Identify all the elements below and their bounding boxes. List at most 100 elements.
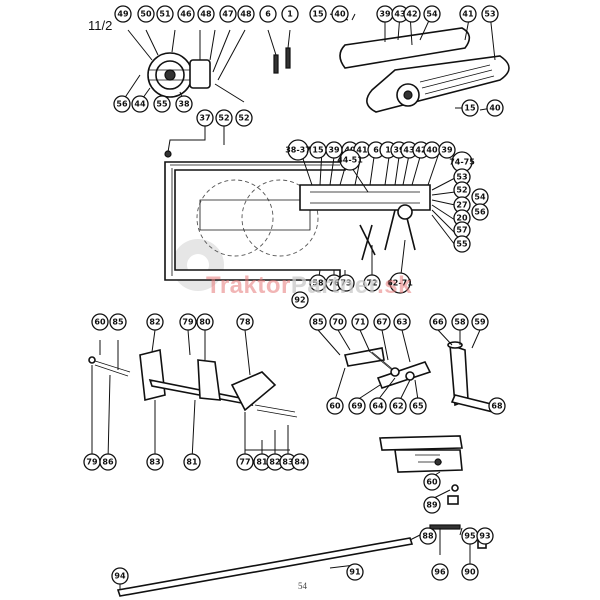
callout-number: 54 [426, 10, 438, 19]
callout-51: 51 [156, 5, 174, 23]
callout-circle [146, 453, 164, 471]
callout-circle [91, 313, 109, 331]
page-label: 11/2 [88, 18, 113, 33]
callout-57: 57 [453, 221, 471, 239]
callout-84: 84 [291, 453, 309, 471]
callout-circle [259, 5, 277, 23]
callout-79: 79 [83, 453, 101, 471]
callout-number: 27 [456, 201, 467, 210]
callout-40: 40 [486, 99, 504, 117]
callout-number: 81 [256, 458, 268, 467]
callout-number: 57 [456, 226, 467, 235]
callout-60: 60 [326, 397, 344, 415]
callout-49: 49 [114, 5, 132, 23]
callout-78: 78 [236, 313, 254, 331]
callout-circle [281, 5, 299, 23]
callout-number: 69 [351, 402, 363, 411]
callout-number: 41 [462, 10, 474, 19]
callout-circle [348, 397, 366, 415]
callout-1: 1 [281, 5, 299, 23]
callout-71: 71 [351, 313, 369, 331]
callout-number: 39 [441, 146, 453, 155]
callout-number: 60 [426, 478, 438, 487]
callout-40: 40 [331, 5, 349, 23]
callout-53: 53 [481, 5, 499, 23]
callout-circle [196, 313, 214, 331]
callout-number: 58 [312, 279, 324, 288]
callout-number: 39 [393, 146, 405, 155]
callout-15: 15 [461, 99, 479, 117]
callout-77: 77 [236, 453, 254, 471]
callout-number: 77 [239, 458, 250, 467]
callout-circle [179, 313, 197, 331]
callout-43: 43 [391, 5, 409, 23]
callout-number: 83 [282, 458, 293, 467]
callout-circle [291, 453, 309, 471]
callout-number: 38 [178, 100, 190, 109]
callout-circle [461, 563, 479, 581]
callout-91: 91 [346, 563, 364, 581]
callout-number: 42 [406, 10, 417, 19]
callout-62-71: 62-71 [387, 272, 413, 294]
callout-39: 39 [438, 141, 456, 159]
callout-85: 85 [309, 313, 327, 331]
callout-number: 49 [117, 10, 129, 19]
callout-number: 76 [328, 279, 340, 288]
callout-number: 42 [415, 146, 426, 155]
callout-number: 71 [354, 318, 366, 327]
callout-circle [177, 5, 195, 23]
callout-number: 53 [456, 173, 467, 182]
callout-number: 90 [464, 568, 476, 577]
callout-circle [215, 109, 233, 127]
callout-number: 46 [180, 10, 192, 19]
callout-40: 40 [423, 141, 441, 159]
callout-15: 15 [309, 141, 327, 159]
callout-circle [403, 5, 421, 23]
callout-73: 73 [337, 274, 355, 292]
callout-circle [476, 527, 494, 545]
callout-circle [389, 397, 407, 415]
callout-15: 15 [309, 5, 327, 23]
callout-number: 94 [114, 572, 126, 581]
callout-56: 56 [471, 203, 489, 221]
callout-circle [431, 563, 449, 581]
callout-circle [326, 397, 344, 415]
callout-46: 46 [177, 5, 195, 23]
callout-69: 69 [348, 397, 366, 415]
callout-number: 58 [454, 318, 466, 327]
footer-page-number: 54 [298, 581, 308, 591]
callout-number: 48 [240, 10, 252, 19]
callout-63: 63 [393, 313, 411, 331]
pulley-assembly [121, 29, 291, 158]
callout-circle [137, 5, 155, 23]
callout-circle [99, 453, 117, 471]
callout-circle [175, 95, 193, 113]
callout-60: 60 [91, 313, 109, 331]
callout-circle [156, 5, 174, 23]
callout-number: 1 [385, 146, 391, 155]
callout-number: 88 [422, 532, 434, 541]
callout-circle [113, 95, 131, 113]
callout-circle [429, 313, 447, 331]
callout-number: 48 [200, 10, 212, 19]
callout-number: 50 [140, 10, 152, 19]
callout-circle [146, 313, 164, 331]
callout-70: 70 [329, 313, 347, 331]
callout-number: 39 [328, 146, 340, 155]
callout-88: 88 [419, 527, 437, 545]
callout-44: 44 [131, 95, 149, 113]
callout-54: 54 [423, 5, 441, 23]
callout-52: 52 [453, 181, 471, 199]
callout-circle [481, 5, 499, 23]
callout-circle [389, 272, 411, 294]
callout-65: 65 [409, 397, 427, 415]
frame-assembly [164, 149, 456, 284]
callout-number: 52 [456, 186, 467, 195]
callout-53: 53 [453, 168, 471, 186]
callout-number: 78 [239, 318, 251, 327]
callout-number: 73 [340, 279, 351, 288]
callout-number: 85 [312, 318, 324, 327]
callout-92: 92 [291, 291, 309, 309]
callout-number: 93 [479, 532, 490, 541]
